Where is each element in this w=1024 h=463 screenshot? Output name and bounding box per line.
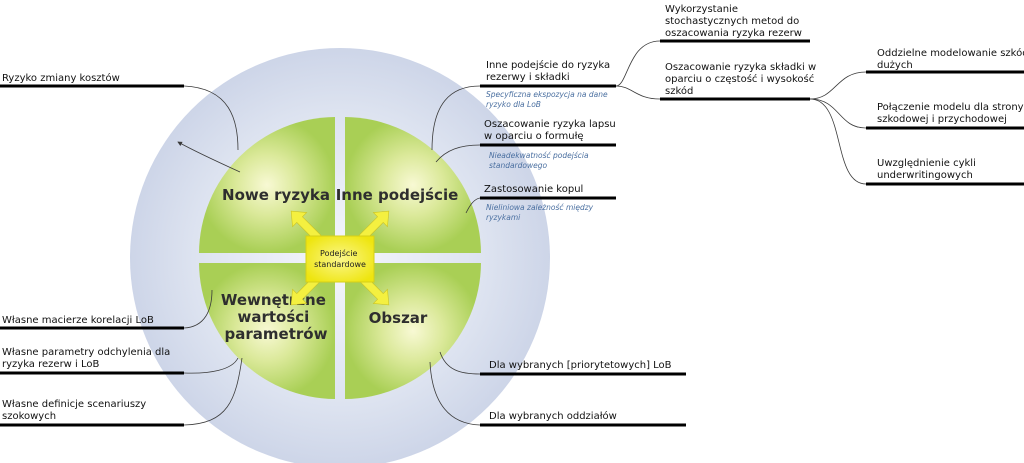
connectors — [177, 40, 867, 426]
label-macierze: Własne macierze korelacji LoB — [2, 315, 154, 326]
center-label: Podejście standardowe — [314, 248, 366, 269]
connector-inne-podejscie — [431, 85, 481, 151]
label-bars — [0, 39, 1024, 427]
label-polaczenie: Połączenie modelu dla strony szkodowej i… — [877, 102, 1024, 125]
connector-skladki — [615, 85, 661, 100]
connector-cykle — [809, 98, 867, 185]
connector-polaczenie — [809, 98, 867, 129]
connector-lapsu — [435, 144, 481, 163]
quadrant-title-nowe-ryzyka: Nowe ryzyka — [222, 186, 330, 204]
quadrant-title-obszar: Obszar — [369, 309, 428, 327]
quadrant-titles: Nowe ryzyka Inne podejście Wewnętrzne wa… — [221, 186, 458, 343]
label-cykle: Uwzględnienie cykli underwritingowych — [877, 158, 979, 181]
label-ryzyko-zmiany: Ryzyko zmiany kosztów — [2, 72, 120, 84]
label-oddzialy: Dla wybranych oddziałów — [489, 410, 617, 422]
connector-kopul — [465, 197, 481, 214]
connector-nowe-ryzyka-arrow — [177, 141, 241, 173]
note-kopul: Nieliniowa zależność między ryzykami — [486, 203, 595, 222]
connector-macierze — [183, 289, 213, 329]
label-oddzielne: Oddzielne modelowanie szkód dużych — [877, 47, 1024, 71]
connector-definicje — [183, 357, 243, 426]
connector-ryzyko-zmiany — [183, 85, 239, 151]
arrow-up-left — [290, 210, 322, 242]
connector-oddzielne — [809, 71, 867, 100]
label-skladki: Oszacowanie ryzyka składki w oparciu o c… — [665, 62, 819, 97]
connector-stochastyczne — [615, 40, 661, 87]
note-lapsu: Nieadekwatność podejścia standardowego — [489, 151, 591, 170]
label-priorytetowe: Dla wybranych [priorytetowych] LoB — [489, 360, 672, 371]
label-inne-podejscie: Inne podejście do ryzyka rezerwy i skład… — [486, 59, 613, 83]
arrow-down-right — [358, 274, 390, 306]
label-stochastyczne: Wykorzystanie stochastycznych metod do o… — [665, 4, 802, 39]
label-kopul: Zastosowanie kopul — [484, 184, 583, 195]
label-parametry: Własne parametry odchylenia dla ryzyka r… — [2, 347, 174, 370]
note-inne-podejscie: Specyficzna ekspozycja na dane ryzyko dl… — [486, 90, 610, 109]
quadrant-title-inne-podejscie: Inne podejście — [336, 186, 459, 204]
label-lapsu: Oszacowanie ryzyka lapsu w oparciu o for… — [484, 119, 619, 142]
label-definicje: Własne definicje scenariuszy szokowych — [2, 399, 149, 422]
center-arrows — [290, 210, 390, 306]
connector-parametry — [183, 357, 239, 374]
connector-priorytetowe — [439, 351, 481, 375]
connector-oddzialy — [429, 361, 481, 426]
center-box — [305, 235, 375, 283]
